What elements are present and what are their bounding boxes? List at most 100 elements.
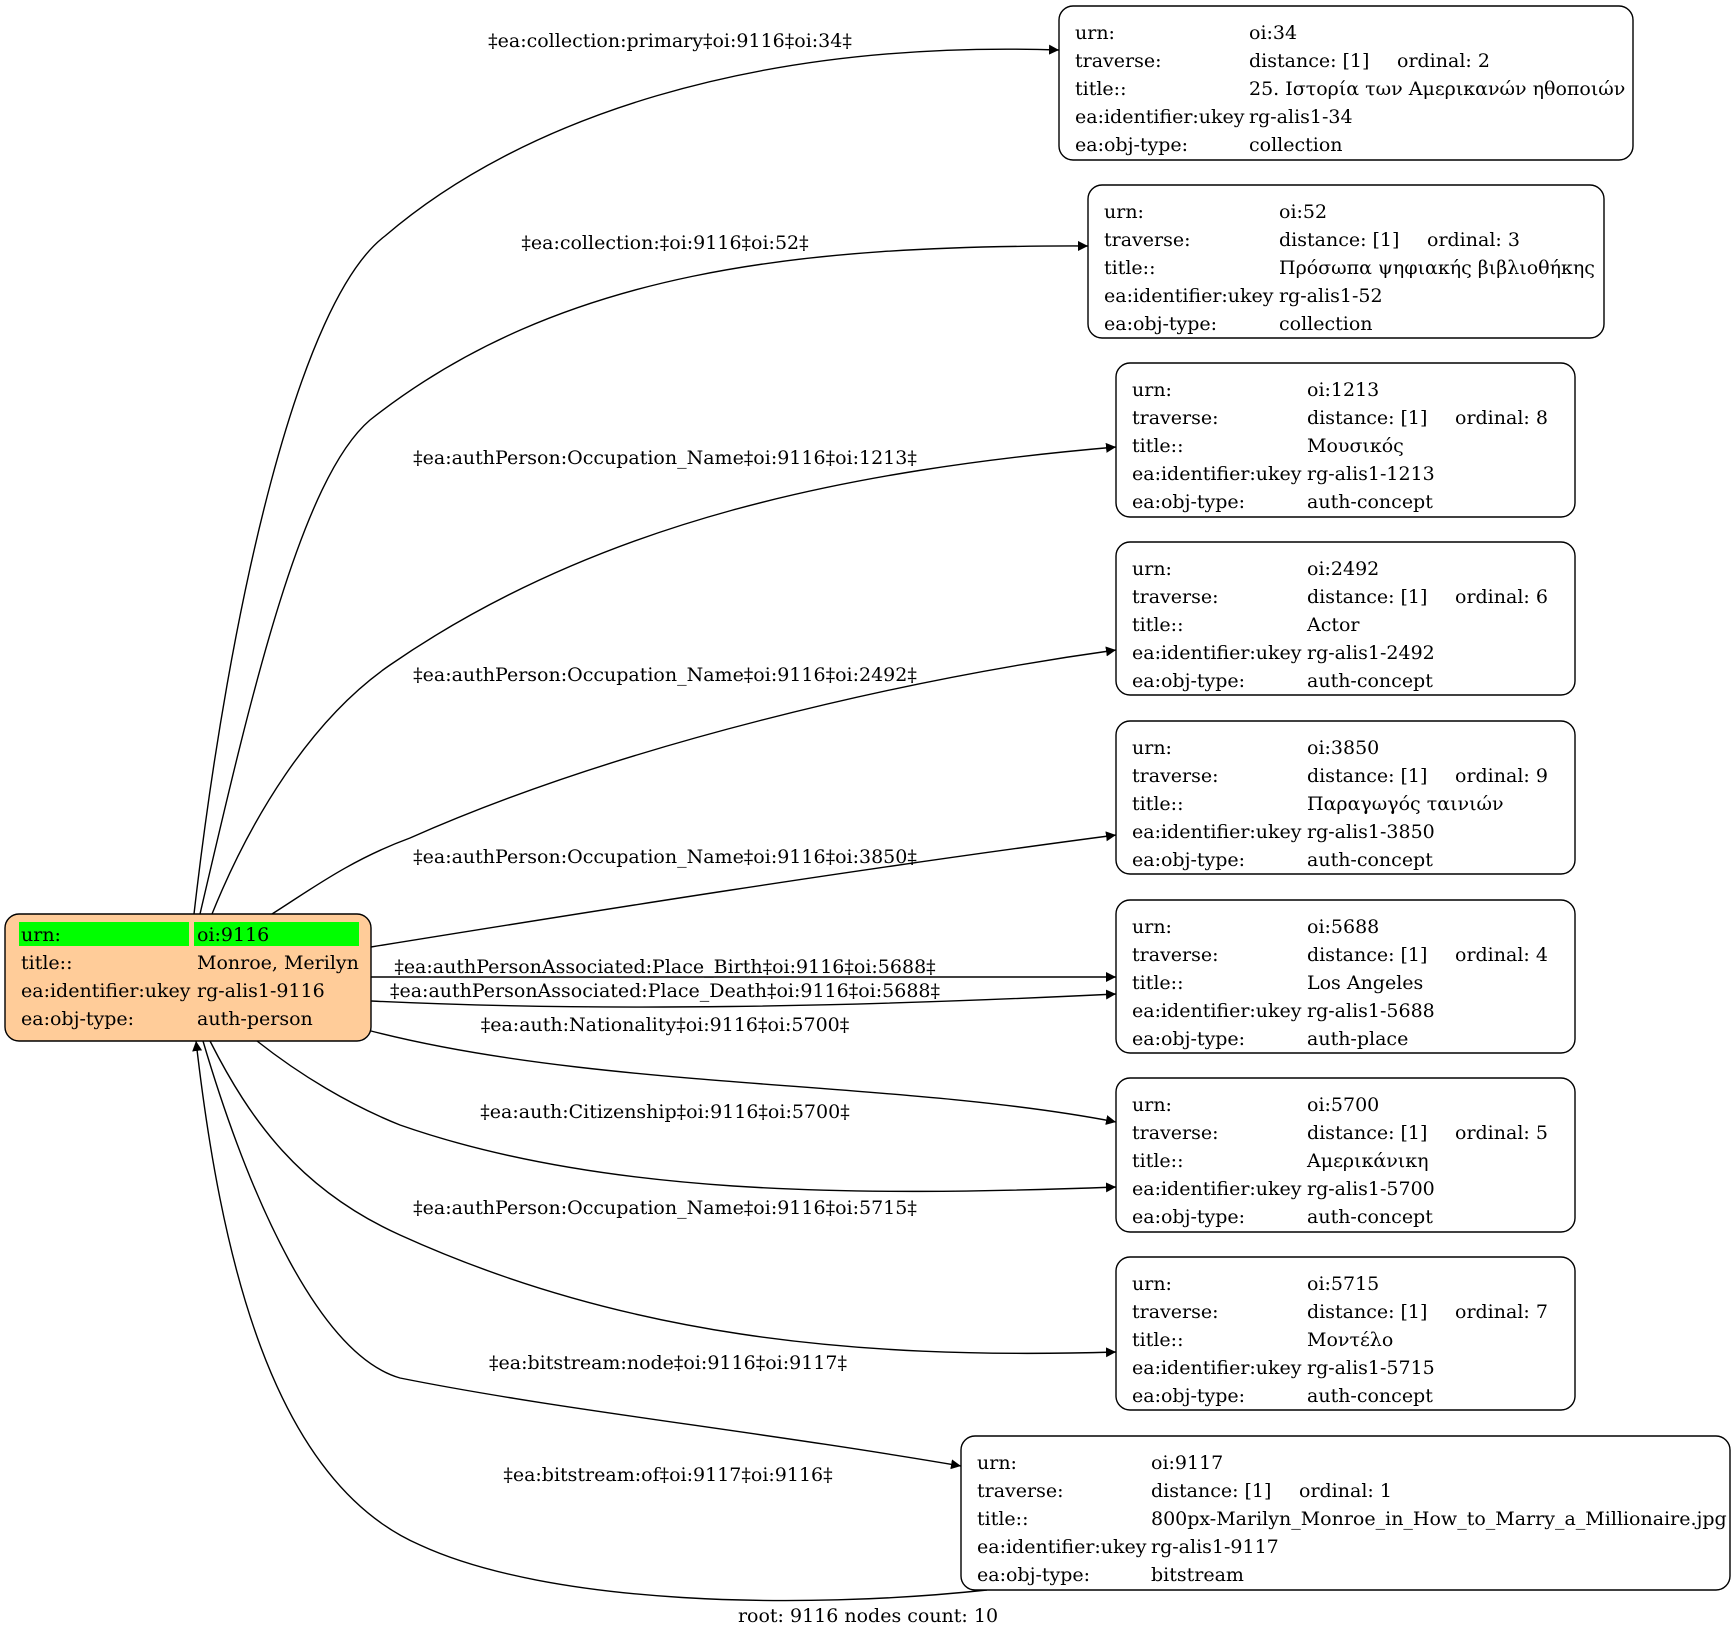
node-distance: distance: [1] <box>1307 407 1427 429</box>
node-field-key: ea:identifier:ukey <box>977 1536 1147 1558</box>
node-field-key: ea:obj-type: <box>1132 670 1245 692</box>
node-obj-type: auth-concept <box>1307 1206 1433 1228</box>
root-field-value: rg-alis1-9116 <box>197 980 325 1002</box>
node-obj-type: auth-concept <box>1307 1385 1433 1407</box>
graph-node: urn:traverse:title::ea:identifier:ukeyea… <box>1087 184 1605 339</box>
edge-label: ‡ea:auth:Citizenship‡oi:9116‡oi:5700‡ <box>480 1101 849 1123</box>
node-field-key: ea:obj-type: <box>1132 1385 1245 1407</box>
node-obj-type: collection <box>1249 134 1343 156</box>
edge-label: ‡ea:auth:Nationality‡oi:9116‡oi:5700‡ <box>481 1014 850 1036</box>
node-urn: oi:5688 <box>1307 916 1379 938</box>
node-obj-type: bitstream <box>1151 1564 1244 1586</box>
node-title: Αμερικάνικη <box>1306 1150 1429 1172</box>
node-field-key: urn: <box>977 1452 1017 1474</box>
edge-line <box>370 831 1117 948</box>
graph-node: urn:traverse:title::ea:identifier:ukeyea… <box>1115 1256 1576 1411</box>
node-field-key: traverse: <box>1075 50 1162 72</box>
node-ukey: rg-alis1-52 <box>1279 285 1383 307</box>
node-field-key: ea:obj-type: <box>1132 1206 1245 1228</box>
edge-line <box>192 1040 988 1602</box>
root-field-key: ea:identifier:ukey <box>21 980 191 1002</box>
node-ordinal: ordinal: 4 <box>1455 944 1548 966</box>
node-distance: distance: [1] <box>1307 1301 1427 1323</box>
node-distance: distance: [1] <box>1307 765 1427 787</box>
node-field-key: urn: <box>1132 558 1172 580</box>
root-field-key: title:: <box>21 952 72 974</box>
node-field-key: ea:identifier:ukey <box>1104 285 1274 307</box>
node-distance: distance: [1] <box>1151 1480 1271 1502</box>
edge-label: ‡ea:bitstream:of‡oi:9117‡oi:9116‡ <box>503 1464 832 1486</box>
node-field-key: ea:identifier:ukey <box>1132 1357 1302 1379</box>
node-obj-type: auth-place <box>1307 1028 1408 1050</box>
node-urn: oi:34 <box>1249 22 1297 44</box>
node-field-key: title:: <box>1075 78 1126 100</box>
node-field-key: title:: <box>1132 972 1183 994</box>
node-field-key: traverse: <box>1104 229 1191 251</box>
node-field-key: traverse: <box>1132 407 1219 429</box>
node-obj-type: auth-concept <box>1307 849 1433 871</box>
node-ukey: rg-alis1-5688 <box>1307 1000 1435 1022</box>
edge-label: ‡ea:authPersonAssociated:Place_Death‡oi:… <box>390 980 940 1002</box>
node-field-key: title:: <box>1132 793 1183 815</box>
edge-label: ‡ea:authPerson:Occupation_Name‡oi:9116‡o… <box>413 447 917 469</box>
node-field-key: traverse: <box>1132 1122 1219 1144</box>
node-title: Los Angeles <box>1307 972 1423 994</box>
root-field-value: oi:9116 <box>197 924 269 946</box>
node-box <box>960 1435 1731 1591</box>
edge-line <box>209 1040 1117 1358</box>
node-field-key: traverse: <box>1132 586 1219 608</box>
edge-line <box>256 1040 1117 1193</box>
node-ordinal: ordinal: 8 <box>1455 407 1548 429</box>
node-field-key: traverse: <box>1132 1301 1219 1323</box>
node-field-key: title:: <box>1132 614 1183 636</box>
edge-label: ‡ea:collection:primary‡oi:9116‡oi:34‡ <box>488 30 852 52</box>
root-field-key: urn: <box>21 924 61 946</box>
edge-line <box>199 240 1089 915</box>
node-field-key: urn: <box>1132 379 1172 401</box>
edge-label: ‡ea:authPerson:Occupation_Name‡oi:9116‡o… <box>413 1197 917 1219</box>
node-box <box>1058 5 1634 161</box>
node-urn: oi:5715 <box>1307 1273 1379 1295</box>
node-box <box>1115 541 1576 696</box>
edge-line <box>271 646 1117 915</box>
edge-label: ‡ea:collection:‡oi:9116‡oi:52‡ <box>521 232 808 254</box>
node-box <box>1115 899 1576 1054</box>
node-ukey: rg-alis1-9117 <box>1151 1536 1279 1558</box>
node-title: Παραγωγός ταινιών <box>1307 793 1504 815</box>
node-field-key: ea:obj-type: <box>1132 849 1245 871</box>
root-field-value: Monroe, Merilyn <box>197 952 359 974</box>
edges-layer: ‡ea:collection:primary‡oi:9116‡oi:34‡ ‡ea… <box>192 30 1117 1602</box>
node-field-key: urn: <box>1075 22 1115 44</box>
node-urn: oi:9117 <box>1151 1452 1223 1474</box>
node-box <box>1087 184 1605 339</box>
node-field-key: ea:obj-type: <box>977 1564 1090 1586</box>
node-field-key: traverse: <box>1132 765 1219 787</box>
node-ordinal: ordinal: 2 <box>1397 50 1490 72</box>
node-urn: oi:1213 <box>1307 379 1379 401</box>
node-ordinal: ordinal: 6 <box>1455 586 1548 608</box>
node-obj-type: auth-concept <box>1307 491 1433 513</box>
node-urn: oi:3850 <box>1307 737 1379 759</box>
node-field-key: traverse: <box>1132 944 1219 966</box>
node-field-key: ea:identifier:ukey <box>1132 1000 1302 1022</box>
node-ukey: rg-alis1-5700 <box>1307 1178 1435 1200</box>
node-field-key: traverse: <box>977 1480 1064 1502</box>
graph-footer: root: 9116 nodes count: 10 <box>738 1605 998 1627</box>
node-field-key: ea:identifier:ukey <box>1132 642 1302 664</box>
edge-label: ‡ea:authPerson:Occupation_Name‡oi:9116‡o… <box>413 664 917 686</box>
node-field-key: ea:obj-type: <box>1075 134 1188 156</box>
node-distance: distance: [1] <box>1307 1122 1427 1144</box>
edge-label: ‡ea:authPerson:Occupation_Name‡oi:9116‡o… <box>413 846 917 868</box>
graph-node: urn:traverse:title::ea:identifier:ukeyea… <box>1115 720 1576 875</box>
node-ordinal: ordinal: 1 <box>1299 1480 1392 1502</box>
node-field-key: title:: <box>977 1508 1028 1530</box>
node-field-key: ea:obj-type: <box>1104 313 1217 335</box>
node-ukey: rg-alis1-3850 <box>1307 821 1435 843</box>
node-title: Μουσικός <box>1307 435 1404 457</box>
node-ordinal: ordinal: 7 <box>1455 1301 1548 1323</box>
node-field-key: ea:identifier:ukey <box>1132 821 1302 843</box>
edge-label: ‡ea:authPersonAssociated:Place_Birth‡oi:… <box>394 956 935 978</box>
